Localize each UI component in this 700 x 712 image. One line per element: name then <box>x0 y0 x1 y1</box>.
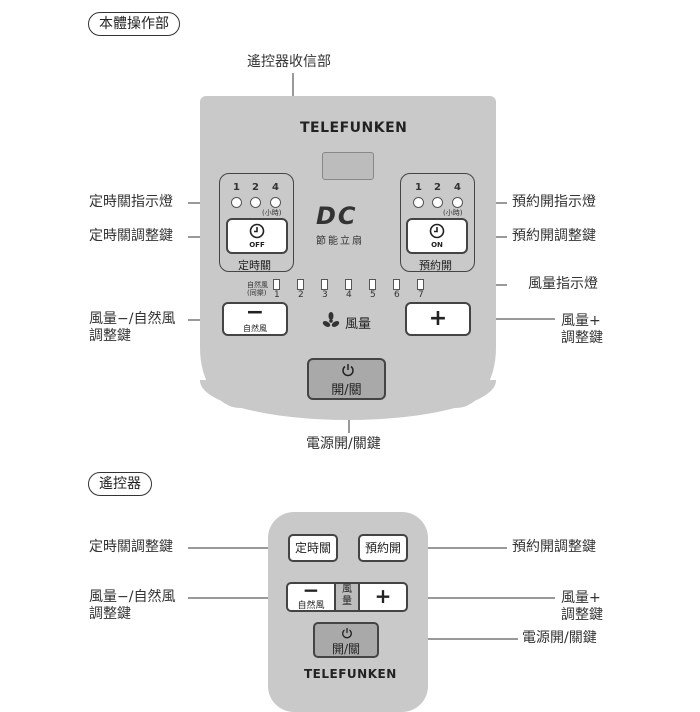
power-icon <box>342 628 352 639</box>
wind-level-1: 1 <box>274 290 280 300</box>
power-button[interactable]: 開/關 <box>307 358 386 400</box>
remote-callout-minus-line2: 調整鍵 <box>89 606 131 622</box>
remote-timer-off-button[interactable]: 定時關 <box>288 534 338 562</box>
timer-off-num-1: 1 <box>233 182 240 193</box>
brand-logo: TELEFUNKEN <box>300 120 408 136</box>
dc-logo-subtitle: 節能立扇 <box>316 236 364 247</box>
timer-on-group <box>400 173 475 272</box>
fan-speed-label: 風量 <box>345 317 372 332</box>
timer-off-unit: (小時) <box>262 209 282 217</box>
timer-on-led-2 <box>432 197 443 208</box>
timer-on-led-4 <box>452 197 463 208</box>
clock-icon <box>249 223 265 239</box>
plus-icon: + <box>374 584 392 608</box>
timer-off-led-4 <box>270 197 281 208</box>
remote-power-button[interactable]: 開/關 <box>313 622 379 658</box>
wind-level-7: 7 <box>418 290 424 300</box>
section-header-remote: 遙控器 <box>88 472 152 496</box>
timer-off-group-label: 定時關 <box>238 259 271 272</box>
wind-minus-button-sub: 自然風 <box>243 324 267 333</box>
timer-off-button[interactable]: OFF <box>226 218 288 254</box>
timer-on-num-1: 1 <box>415 182 422 193</box>
clock-icon <box>429 223 445 239</box>
timer-off-led-1 <box>231 197 242 208</box>
callout-timer-on-button: 預約開調整鍵 <box>512 228 596 244</box>
timer-off-num-2: 2 <box>252 182 259 193</box>
timer-on-led-1 <box>413 197 424 208</box>
wind-led-1 <box>273 279 280 290</box>
wind-led-5 <box>369 279 376 290</box>
timer-on-button[interactable]: ON <box>406 218 468 254</box>
wind-plus-button[interactable]: + <box>405 302 471 336</box>
callout-minus-line2: 調整鍵 <box>89 328 131 344</box>
remote-callout-timer-on: 預約開調整鍵 <box>512 539 596 555</box>
minus-icon: − <box>245 300 265 325</box>
natural-wind-label: 自然風 (同樂) <box>247 281 268 297</box>
remote-callout-timer-off: 定時關調整鍵 <box>89 539 173 555</box>
timer-on-unit: (小時) <box>443 209 463 217</box>
timer-off-group <box>219 173 294 272</box>
remote-brand-logo: TELEFUNKEN <box>304 667 397 681</box>
wind-level-2: 2 <box>298 290 304 300</box>
timer-off-led-2 <box>250 197 261 208</box>
timer-off-num-4: 4 <box>272 182 279 193</box>
dc-logo: DC <box>316 202 358 230</box>
callout-plus-line1: 風量+ <box>561 313 601 329</box>
remote-callout-minus-line1: 風量−/自然風 <box>89 589 176 605</box>
timer-on-num-4: 4 <box>454 182 461 193</box>
wind-level-5: 5 <box>370 290 376 300</box>
timer-on-num-2: 2 <box>434 182 441 193</box>
wind-led-6 <box>393 279 400 290</box>
remote-wind-plus-button[interactable]: + <box>358 582 408 612</box>
remote-callout-plus-line1: 風量+ <box>561 590 601 606</box>
remote-fan-label: 風 量 <box>342 584 352 607</box>
wind-minus-button[interactable]: − 自然風 <box>222 300 288 336</box>
callout-timer-on-led: 預約開指示燈 <box>512 194 596 210</box>
minus-icon: − <box>302 578 320 602</box>
remote-receiver-window <box>322 152 374 180</box>
remote-minus-sub: 自然風 <box>297 601 325 611</box>
power-icon <box>342 364 354 377</box>
remote-wind-minus-button[interactable]: − 自然風 <box>286 578 336 612</box>
wind-led-3 <box>321 279 328 290</box>
remote-fan-label-box: 風 量 <box>336 582 358 612</box>
wind-level-3: 3 <box>322 290 328 300</box>
remote-callout-plus-line2: 調整鍵 <box>561 607 603 623</box>
callout-timer-off-button: 定時關調整鍵 <box>89 228 173 244</box>
plus-icon: + <box>428 306 448 331</box>
timer-on-button-sub: ON <box>431 241 443 249</box>
wind-led-2 <box>297 279 304 290</box>
wind-led-7 <box>417 279 424 290</box>
remote-power-label: 開/關 <box>331 642 361 656</box>
section-header-main-unit: 本體操作部 <box>88 12 180 36</box>
callout-plus-line2: 調整鍵 <box>561 330 603 346</box>
callout-minus-line1: 風量−/自然風 <box>89 311 176 327</box>
timer-on-group-label: 預約開 <box>419 259 452 272</box>
timer-off-button-sub: OFF <box>249 241 265 249</box>
remote-callout-power: 電源開/關鍵 <box>522 630 597 646</box>
remote-timer-on-button[interactable]: 預約開 <box>358 534 408 562</box>
wind-led-4 <box>345 279 352 290</box>
wind-level-4: 4 <box>346 290 352 300</box>
callout-wind-led: 風量指示燈 <box>528 276 598 292</box>
callout-timer-off-led: 定時關指示燈 <box>89 194 173 210</box>
fan-icon <box>322 312 340 327</box>
callout-receiver: 遙控器收信部 <box>247 54 331 70</box>
callout-power: 電源開/關鍵 <box>306 436 381 452</box>
wind-level-6: 6 <box>394 290 400 300</box>
power-button-label: 開/關 <box>331 383 362 398</box>
